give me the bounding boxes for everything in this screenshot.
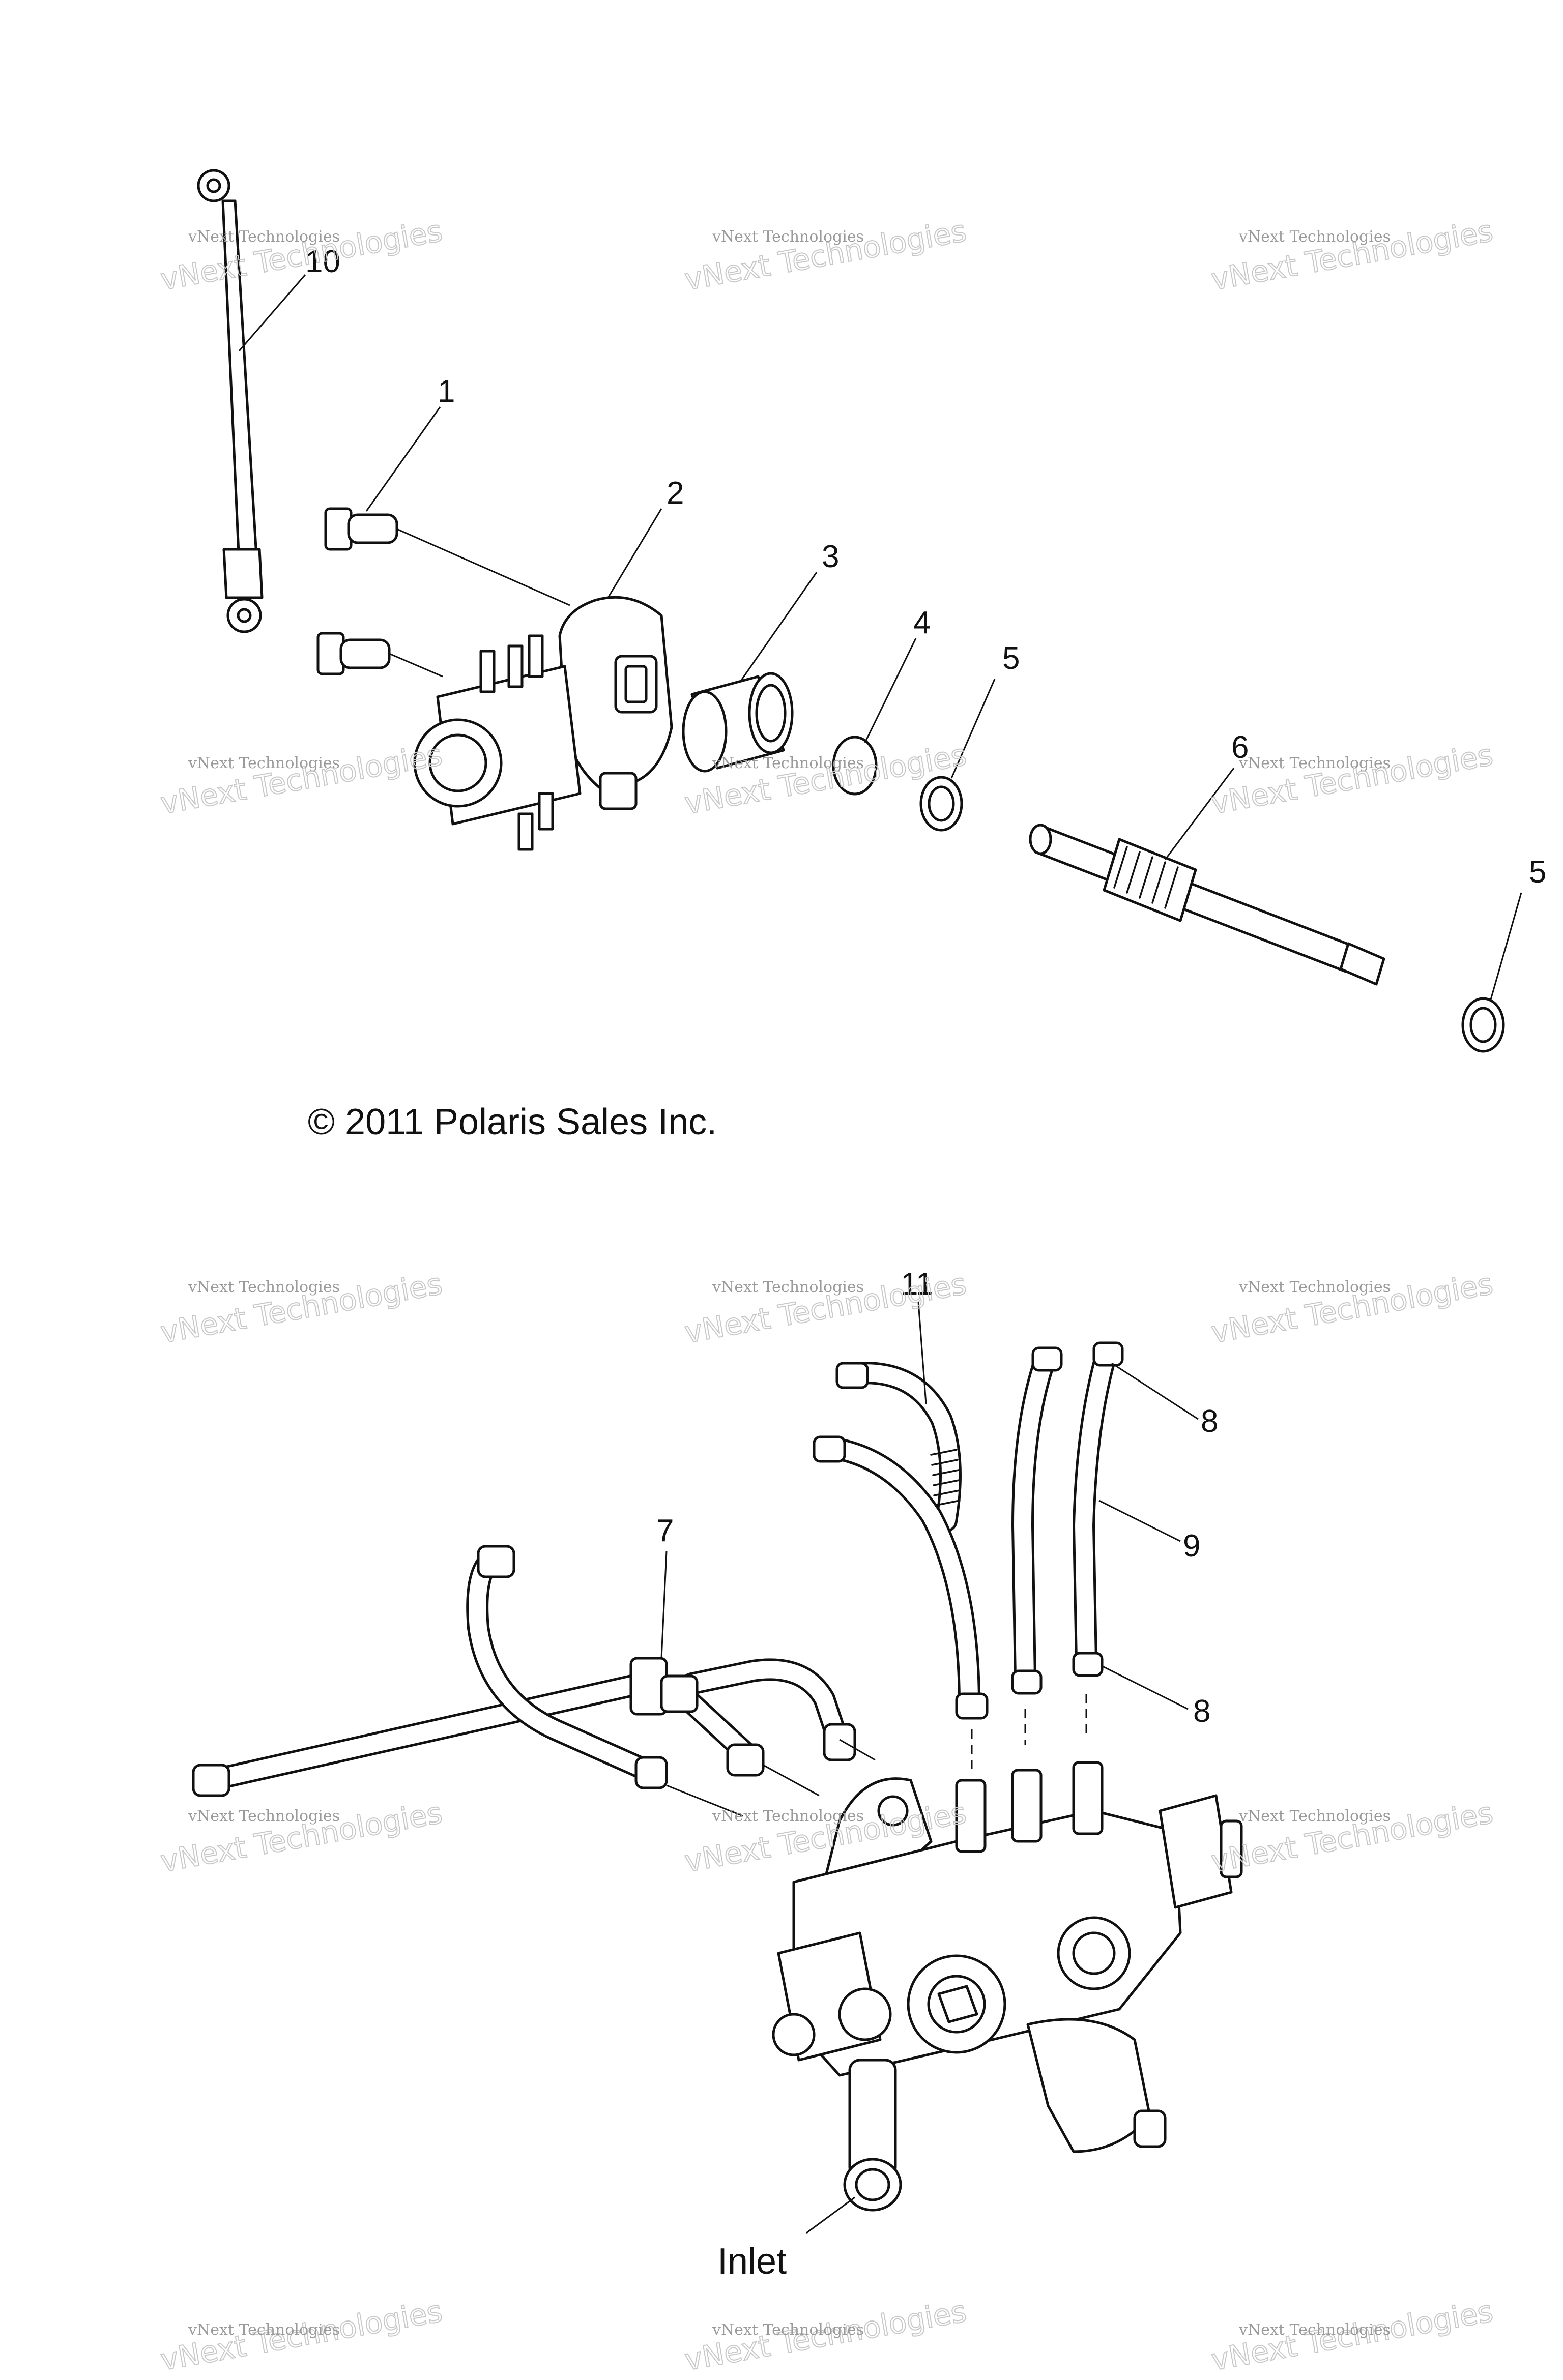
svg-text:vNext Technologies: vNext Technologies — [158, 737, 445, 820]
callout-5a: 5 — [1002, 641, 1020, 676]
watermark-r3c3: vNext Technologies vNext Technologies — [1208, 1266, 1496, 1350]
svg-text:vNext Technologies: vNext Technologies — [1238, 1807, 1391, 1825]
watermark-r5c1: vNext Technologies vNext Technologies — [158, 2293, 446, 2377]
part-1-bolts — [316, 507, 570, 678]
part-10-rod — [197, 169, 264, 633]
bottom-leader-lines — [660, 1302, 1199, 2234]
callout-3: 3 — [822, 539, 839, 574]
watermark-r3c1: vNext Technologies vNext Technologies — [158, 1266, 446, 1350]
part-4-o-ring — [832, 736, 878, 796]
callout-10: 10 — [305, 244, 340, 279]
callout-5b: 5 — [1529, 855, 1546, 890]
watermark-r1c1: vNext Technologies vNext Technologies — [158, 213, 446, 297]
callout-11: 11 — [901, 1267, 933, 1302]
part-6-shaft-gear — [1029, 824, 1385, 986]
part-9-hoses — [1011, 1341, 1124, 1695]
svg-text:vNext Technologies: vNext Technologies — [712, 2321, 864, 2339]
watermark-r5c2: vNext Technologies vNext Technologies — [682, 2293, 970, 2377]
callout-9: 9 — [1183, 1529, 1200, 1564]
top-leader-lines — [238, 274, 1522, 1000]
svg-text:vNext Technologies: vNext Technologies — [158, 213, 445, 297]
callout-4: 4 — [913, 605, 931, 640]
svg-text:vNext Technologies: vNext Technologies — [1209, 737, 1496, 820]
watermark-r2c1: vNext Technologies vNext Technologies — [158, 737, 446, 821]
part-7-hose-tee — [192, 1545, 856, 1797]
inlet-label: Inlet — [717, 2241, 787, 2282]
svg-text:vNext Technologies: vNext Technologies — [1238, 754, 1391, 772]
svg-text:vNext Technologies: vNext Technologies — [712, 228, 864, 246]
bottom-oil-pump — [772, 1761, 1243, 2212]
part-2-oil-pump — [413, 596, 673, 851]
copyright-text: © 2011 Polaris Sales Inc. — [308, 1102, 717, 1142]
part-5-washer-a — [919, 776, 963, 832]
svg-text:vNext Technologies: vNext Technologies — [188, 1807, 340, 1825]
watermark-r4c3: vNext Technologies vNext Technologies — [1208, 1795, 1496, 1879]
watermark-r3c2: vNext Technologies vNext Technologies — [682, 1266, 970, 1350]
svg-text:vNext Technologies: vNext Technologies — [1209, 213, 1496, 297]
svg-text:vNext Technologies: vNext Technologies — [1238, 2321, 1391, 2339]
callout-7: 7 — [656, 1513, 674, 1548]
svg-text:vNext Technologies: vNext Technologies — [188, 2321, 340, 2339]
callout-1: 1 — [438, 374, 455, 409]
watermark-r5c3: vNext Technologies vNext Technologies — [1208, 2293, 1496, 2377]
callout-8a: 8 — [1201, 1404, 1218, 1439]
watermark-r1c3: vNext Technologies vNext Technologies — [1208, 213, 1496, 297]
svg-text:vNext Technologies: vNext Technologies — [1238, 1278, 1391, 1296]
watermark-r2c3: vNext Technologies vNext Technologies — [1208, 737, 1496, 821]
svg-text:vNext Technologies: vNext Technologies — [188, 1278, 340, 1296]
svg-text:vNext Technologies: vNext Technologies — [1238, 228, 1391, 246]
callout-2: 2 — [667, 476, 684, 511]
watermark-r4c1: vNext Technologies vNext Technologies — [158, 1795, 446, 1879]
svg-text:vNext Technologies: vNext Technologies — [712, 1807, 864, 1825]
watermark-r1c2: vNext Technologies vNext Technologies — [682, 213, 970, 297]
part-11-hoses — [813, 1362, 989, 1720]
callout-8b: 8 — [1193, 1694, 1210, 1729]
assembly-guides — [666, 1694, 1087, 1817]
svg-text:vNext Technologies: vNext Technologies — [712, 754, 864, 772]
part-3-sleeve — [682, 672, 794, 773]
svg-text:vNext Technologies: vNext Technologies — [682, 213, 969, 297]
svg-text:vNext Technologies: vNext Technologies — [188, 228, 340, 246]
svg-text:vNext Technologies: vNext Technologies — [188, 754, 340, 772]
callout-6: 6 — [1231, 730, 1249, 765]
part-5-washer-b — [1461, 997, 1505, 1053]
svg-text:vNext Technologies: vNext Technologies — [712, 1278, 864, 1296]
